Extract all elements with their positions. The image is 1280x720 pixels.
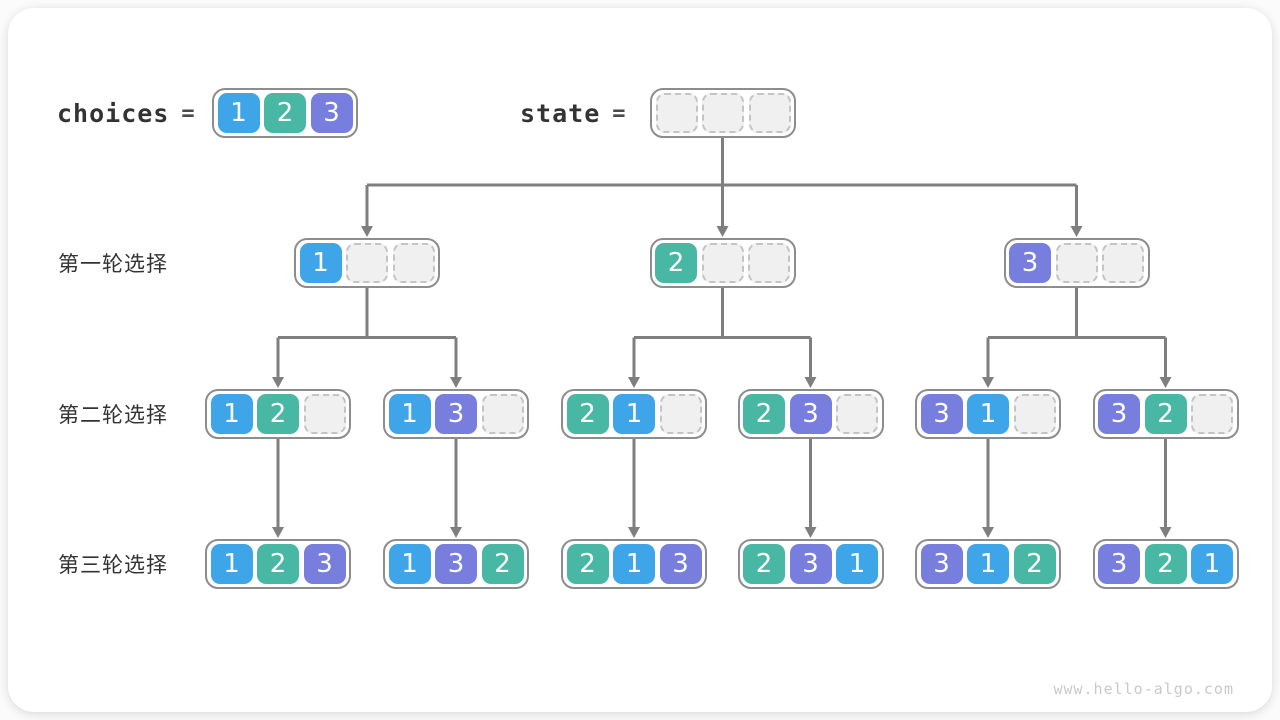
diagram-card [8, 8, 1272, 712]
array-cell-2: 2 [257, 394, 299, 434]
array-cell-1: 1 [388, 394, 431, 434]
array-cell-3: 3 [789, 544, 832, 584]
array-cell-3: 3 [920, 544, 963, 584]
array-cell-2: 2 [264, 93, 306, 133]
choices-header: choices = [57, 88, 195, 138]
array-cell-1: 1 [967, 394, 1009, 434]
array-cell-2: 2 [566, 394, 609, 434]
state-box-round1-1: 1 [294, 238, 440, 288]
array-cell-3: 3 [310, 93, 353, 133]
watermark: www.hello-algo.com [1053, 680, 1234, 698]
array-cell-1: 1 [388, 544, 431, 584]
array-cell-1: 1 [836, 544, 878, 584]
array-cell-empty [701, 243, 744, 283]
array-cell-empty [1013, 394, 1056, 434]
array-cell-empty [346, 243, 388, 283]
array-cell-1: 1 [613, 394, 655, 434]
array-cell-2: 2 [1144, 544, 1187, 584]
state-header: state = [520, 88, 626, 138]
round-3-label: 第三轮选择 [58, 553, 168, 577]
array-cell-3: 3 [789, 394, 832, 434]
array-cell-2: 2 [1013, 544, 1056, 584]
array-cell-3: 3 [659, 544, 702, 584]
array-cell-3: 3 [1098, 394, 1140, 434]
array-cell-empty [1102, 243, 1144, 283]
array-cell-3: 3 [920, 394, 963, 434]
array-cell-1: 1 [967, 544, 1009, 584]
state-box-round1-3: 3 [1003, 238, 1150, 288]
array-cell-3: 3 [435, 544, 477, 584]
array-cell-empty [836, 394, 878, 434]
array-cell-2: 2 [481, 544, 524, 584]
array-cell-empty [659, 394, 702, 434]
array-cell-2: 2 [257, 544, 299, 584]
array-cell-3: 3 [303, 544, 346, 584]
array-cell-empty [481, 394, 524, 434]
state-array-box [650, 88, 796, 138]
array-cell-empty [655, 93, 698, 133]
array-cell-empty [748, 93, 791, 133]
array-cell-empty [1055, 243, 1098, 283]
array-cell-1: 1 [210, 394, 253, 434]
choices-label: choices [57, 98, 170, 128]
array-cell-2: 2 [743, 394, 785, 434]
array-cell-1: 1 [1191, 544, 1233, 584]
array-cell-3: 3 [435, 394, 477, 434]
round-2-label: 第二轮选择 [58, 403, 168, 427]
array-cell-empty [748, 243, 790, 283]
choices-equals-sign: = [181, 100, 195, 126]
array-cell-2: 2 [1144, 394, 1187, 434]
array-cell-empty [702, 93, 744, 133]
array-cell-empty [303, 394, 346, 434]
round-1-label: 第一轮选择 [58, 252, 168, 276]
array-cell-1: 1 [210, 544, 253, 584]
array-cell-1: 1 [299, 243, 342, 283]
array-cell-2: 2 [743, 544, 785, 584]
state-equals-sign: = [612, 100, 626, 126]
array-cell-3: 3 [1009, 243, 1051, 283]
array-cell-1: 1 [613, 544, 655, 584]
array-cell-1: 1 [217, 93, 260, 133]
array-cell-empty [1191, 394, 1233, 434]
array-cell-2: 2 [566, 544, 609, 584]
array-cell-empty [392, 243, 435, 283]
state-box-round1-2: 2 [649, 238, 796, 288]
state-label: state [520, 98, 601, 128]
array-cell-3: 3 [1098, 544, 1140, 584]
array-cell-2: 2 [655, 243, 697, 283]
